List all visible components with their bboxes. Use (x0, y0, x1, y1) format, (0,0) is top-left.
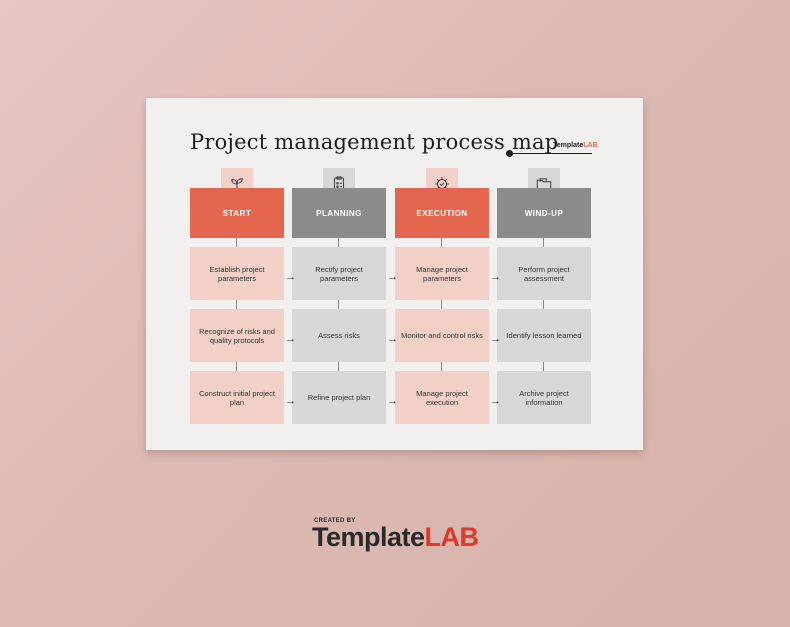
process-cell: Monitor and control risks (395, 309, 489, 362)
process-cell: Assess risks (292, 309, 386, 362)
connector-line (338, 238, 339, 247)
connector-line (441, 238, 442, 247)
connector-line (441, 300, 442, 309)
process-cell: Rectify project parameters (292, 247, 386, 300)
connector-line (338, 300, 339, 309)
connector-line (338, 362, 339, 371)
process-map-card: Project management process map TemplateL… (146, 98, 643, 450)
brand-logo: TemplateLAB (312, 522, 479, 552)
arrow-right-icon: → (285, 271, 296, 283)
column-header-start: START (190, 188, 284, 238)
arrow-right-icon: → (490, 333, 501, 345)
connector-line (236, 362, 237, 371)
connector-line (543, 362, 544, 371)
column-header-planning: PLANNING (292, 188, 386, 238)
arrow-right-icon: → (285, 333, 296, 345)
column-header-execution: EXECUTION (395, 188, 489, 238)
arrow-right-icon: → (490, 395, 501, 407)
process-cell: Identify lesson learned (497, 309, 591, 362)
arrow-right-icon: → (387, 395, 398, 407)
connector-line (441, 362, 442, 371)
brand-logo-small: TemplateLAB (553, 142, 598, 149)
process-cell: Establish project parameters (190, 247, 284, 300)
arrow-right-icon: → (490, 271, 501, 283)
created-by-label: CREATED BY (314, 518, 356, 524)
process-cell: Recognize of risks and quality protocols (190, 309, 284, 362)
page-title: Project management process map (190, 130, 559, 154)
process-cell: Manage project parameters (395, 247, 489, 300)
title-underline (509, 153, 592, 154)
process-cell: Refine project plan (292, 371, 386, 424)
connector-line (543, 238, 544, 247)
connector-line (236, 300, 237, 309)
connector-line (543, 300, 544, 309)
arrow-right-icon: → (285, 395, 296, 407)
process-cell: Construct initial project plan (190, 371, 284, 424)
column-header-wind-up: WIND-UP (497, 188, 591, 238)
connector-line (236, 238, 237, 247)
arrow-right-icon: → (387, 271, 398, 283)
arrow-right-icon: → (387, 333, 398, 345)
process-cell: Archive project information (497, 371, 591, 424)
process-cell: Perform project assessment (497, 247, 591, 300)
process-cell: Manage project execution (395, 371, 489, 424)
